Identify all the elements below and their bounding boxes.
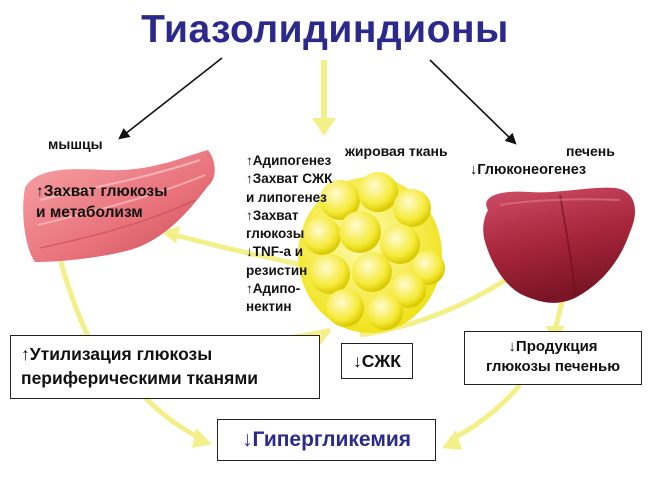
arrow-title-to-liver [429,59,517,145]
liver-shape [483,187,635,303]
muscle-effect-line-2: и метаболизм [36,204,143,221]
arrow-title-to-muscle [118,57,223,140]
fat-effect-line: ↑Адипогенез [246,153,332,168]
liver-output-line-1: ↓Продукция [508,338,598,355]
fat-effect-line: глюкозы [246,226,305,242]
fat-effect-line: ↑Захват СЖК [246,171,333,187]
muscle-label: мышцы [48,136,103,152]
muscle-shape [23,150,215,262]
utilization-box: ↑Утилизация глюкозы периферическими ткан… [10,335,320,399]
fat-tissue-shape [298,172,445,333]
fat-effect-line: ↑Захват [246,207,299,223]
fat-effect-line: нектин [246,299,292,315]
muscle-effect-line-1: ↑Захват глюкозы [36,183,168,200]
page-title: Тиазолидиндионы [141,8,509,51]
liver-output-line-2: глюкозы печенью [485,358,621,375]
fat-effect-line: и липогенез [246,189,327,205]
utilization-line-2: периферическими тканями [21,368,259,388]
fat-effect-line: ↑Адипо- [246,281,301,297]
fat-label: жировая ткань [345,143,448,159]
liver-output-box: ↓Продукция глюкозы печенью [464,331,642,385]
hyperglycemia-box: ↓Гипергликемия [217,419,436,461]
ffa-box: ↓СЖК [341,343,413,379]
fat-effect-line: ↓TNF-а и [246,244,304,260]
arrow-output-to-hyperglycemia [448,383,522,443]
fat-effect-line: резистин [246,262,308,278]
fat-effects: ↑Адипогенез ↑Захват СЖК и липогенез ↑Зах… [246,152,332,317]
arrow-title-to-fat [312,60,336,136]
muscle-effect: ↑Захват глюкозы и метаболизм [36,181,167,223]
liver-label: печень [566,143,615,159]
utilization-line-1: ↑Утилизация глюкозы [21,344,213,364]
liver-effect: ↓Глюконеогенез [470,162,587,178]
